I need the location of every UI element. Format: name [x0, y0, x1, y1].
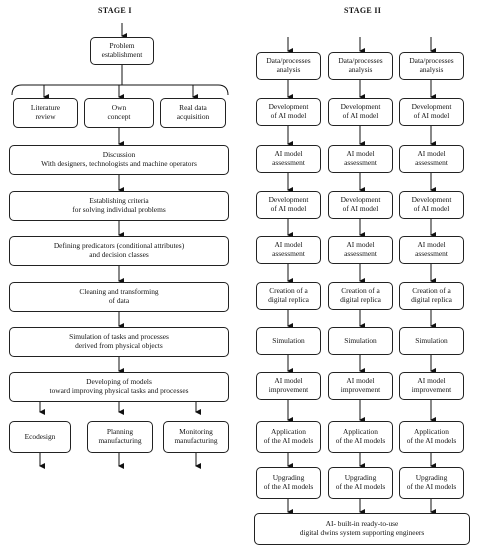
application-ai-models-box-col3: Application of the AI models: [399, 421, 464, 453]
development-ai-model-box-col3: Development of AI model: [399, 191, 464, 219]
monitoring-manufacturing-box: Monitoring manufacturing: [163, 421, 229, 453]
development-ai-model-box-col2: Development of AI model: [328, 191, 393, 219]
creation-digital-replica-box-col2: Creation of a digital replica: [328, 282, 393, 310]
defining-predicators-box: Defining predicators (conditional attrib…: [9, 236, 229, 266]
development-ai-model-box-col1: Development of AI model: [256, 191, 321, 219]
ai-model-improvement-box-col3: AI model improvement: [399, 372, 464, 400]
ai-model-improvement-box-col2: AI model improvement: [328, 372, 393, 400]
development-ai-model-box-col3: Development of AI model: [399, 98, 464, 126]
ai-model-assessment-box-col3: AI model assessment: [399, 236, 464, 264]
own-concept-box: Own concept: [84, 98, 154, 128]
data-analysis-box-col3: Data/processes analysis: [399, 52, 464, 80]
ai-model-assessment-box-col2: AI model assessment: [328, 236, 393, 264]
development-ai-model-box-col2: Development of AI model: [328, 98, 393, 126]
developing-models-box: Developing of models toward improving ph…: [9, 372, 229, 402]
ai-model-assessment-box-col1: AI model assessment: [256, 236, 321, 264]
ai-model-assessment-box-col3: AI model assessment: [399, 145, 464, 173]
data-analysis-box-col2: Data/processes analysis: [328, 52, 393, 80]
data-analysis-box-col1: Data/processes analysis: [256, 52, 321, 80]
stage-1-title: STAGE I: [98, 6, 132, 15]
literature-review-box: Literature review: [13, 98, 78, 128]
planning-manufacturing-box: Planning manufacturing: [87, 421, 153, 453]
application-ai-models-box-col1: Application of the AI models: [256, 421, 321, 453]
upgrading-ai-models-box-col2: Upgrading of the AI models: [328, 467, 393, 499]
upgrading-ai-models-box-col1: Upgrading of the AI models: [256, 467, 321, 499]
simulation-tasks-box: Simulation of tasks and processes derive…: [9, 327, 229, 357]
digital-twins-system-box: AI- built-in ready-to-use digital dwins …: [254, 513, 470, 545]
creation-digital-replica-box-col3: Creation of a digital replica: [399, 282, 464, 310]
ai-model-assessment-box-col1: AI model assessment: [256, 145, 321, 173]
application-ai-models-box-col2: Application of the AI models: [328, 421, 393, 453]
discussion-box: Discussion With designers, technologists…: [9, 145, 229, 175]
stage-2-title: STAGE II: [344, 6, 382, 15]
ai-model-improvement-box-col1: AI model improvement: [256, 372, 321, 400]
ai-model-assessment-box-col2: AI model assessment: [328, 145, 393, 173]
brace-connector: [11, 84, 229, 96]
creation-digital-replica-box-col1: Creation of a digital replica: [256, 282, 321, 310]
problem-establishment-box: Problem establishment: [90, 37, 154, 65]
simulation-box-col1: Simulation: [256, 327, 321, 355]
real-data-acquisition-box: Real data acquisition: [160, 98, 226, 128]
establishing-criteria-box: Establishing criteria for solving indivi…: [9, 191, 229, 221]
cleaning-transforming-box: Cleaning and transforming of data: [9, 282, 229, 312]
development-ai-model-box-col1: Development of AI model: [256, 98, 321, 126]
simulation-box-col2: Simulation: [328, 327, 393, 355]
upgrading-ai-models-box-col3: Upgrading of the AI models: [399, 467, 464, 499]
simulation-box-col3: Simulation: [399, 327, 464, 355]
ecodesign-box: Ecodesign: [9, 421, 71, 453]
